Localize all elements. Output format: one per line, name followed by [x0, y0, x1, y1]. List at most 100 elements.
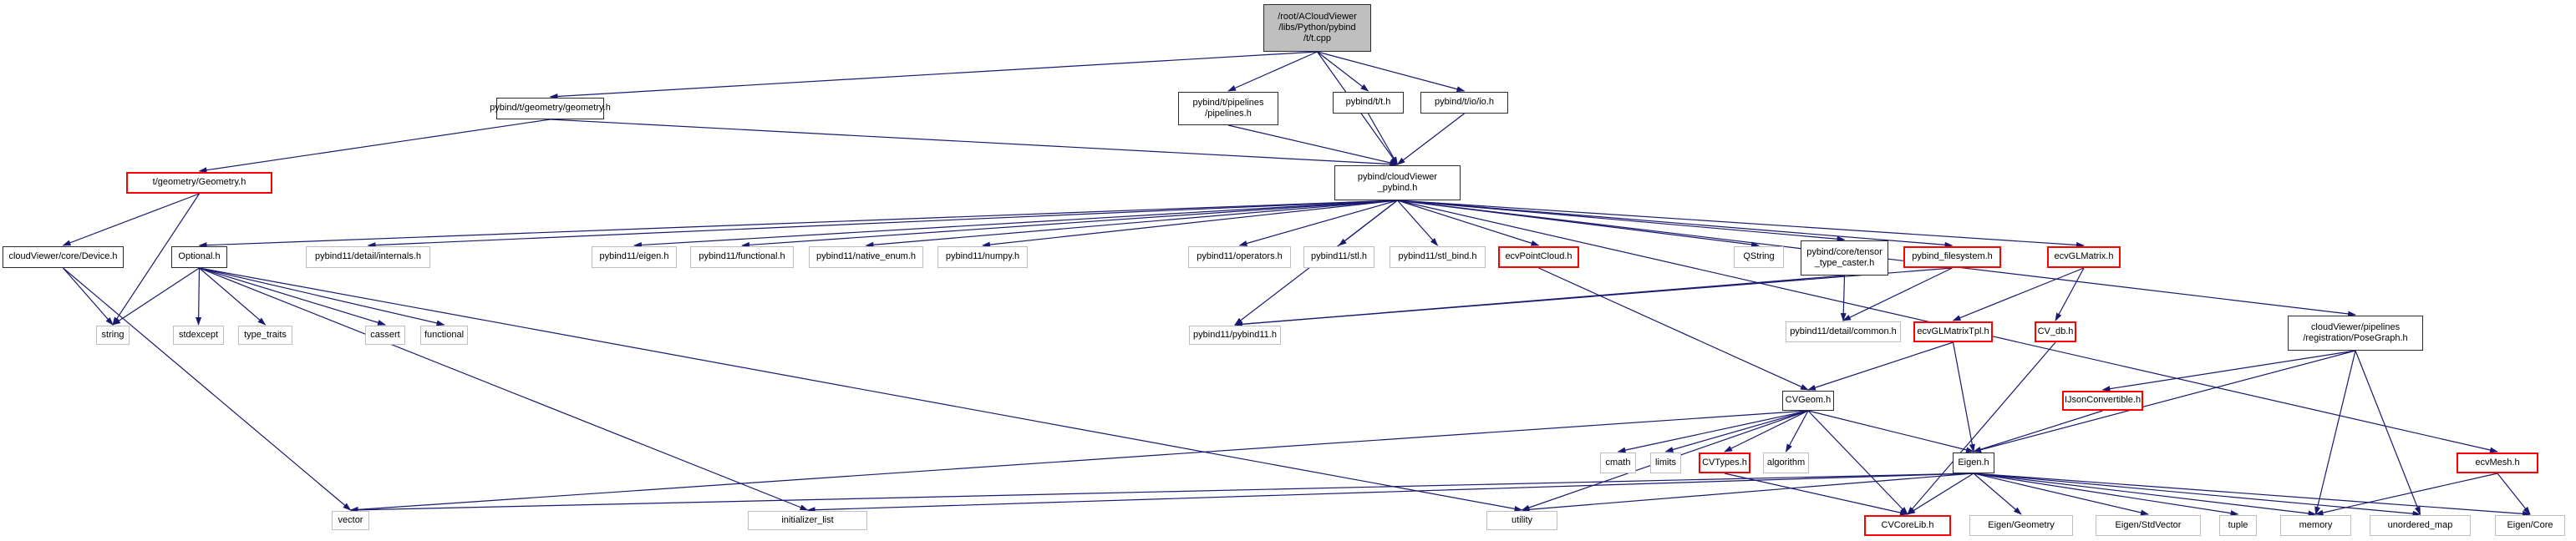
edge-n9-n43 [199, 267, 1523, 512]
graph-node-pybind11-eigen-h: pybind11/eigen.h [592, 246, 677, 268]
edge-n9-n23 [112, 267, 200, 326]
graph-node-type-traits: type_traits [238, 326, 292, 345]
edge-n3-n7 [1227, 124, 1399, 166]
edge-n39-n43 [1521, 473, 1974, 513]
graph-node-pybind11-detail-common-h: pybind11/detail/common.h [1786, 321, 1901, 342]
graph-node-pybind11-native-enum-h: pybind11/native_enum.h [809, 246, 923, 268]
edge-n9-n24 [196, 267, 202, 326]
edge-n39-n47 [1973, 473, 2239, 517]
graph-node-pybind11-operators-h: pybind11/operators.h [1188, 246, 1291, 268]
edge-n7-n13 [865, 200, 1398, 248]
graph-node-initializer-list: initializer_list [748, 511, 867, 530]
graph-node-string: string [96, 326, 130, 345]
edge-n7-n21 [1397, 200, 1954, 248]
edge-n1-n3 [1227, 51, 1318, 92]
edge-n39-n44 [1907, 473, 1974, 515]
graph-node-t-geometry-geometry-h[interactable]: t/geometry/Geometry.h [126, 172, 272, 194]
edge-n9-n27 [199, 267, 445, 326]
edge-n6-n8 [62, 193, 200, 246]
graph-node-pybind-cloudviewer-pybind-h[interactable]: pybind/cloudViewer _pybind.h [1334, 165, 1461, 200]
graph-node-cvtypes-h[interactable]: CVTypes.h [1699, 453, 1750, 473]
edge-n33-n41 [349, 410, 1809, 513]
edge-n7-n18 [1397, 200, 1540, 246]
edge-n33-n36 [1664, 410, 1809, 453]
graph-node-ecvpointcloud-h[interactable]: ecvPointCloud.h [1498, 246, 1579, 268]
edge-n7-n14 [982, 200, 1398, 248]
edge-n7-n11 [633, 200, 1398, 248]
edge-n40-n50 [2497, 473, 2531, 515]
edge-n22-n31 [2055, 267, 2085, 321]
edge-n1-n4 [1317, 51, 1369, 92]
graph-node-cvgeom-h[interactable]: CVGeom.h [1782, 391, 1834, 411]
edge-n39-n41 [349, 473, 1974, 513]
graph-node-algorithm: algorithm [1763, 453, 1809, 473]
edge-n39-n50 [1973, 473, 2531, 517]
edge-n1-n2 [549, 51, 1318, 99]
edge-n7-n15 [1238, 200, 1398, 246]
graph-node-ecvmesh-h[interactable]: ecvMesh.h [2457, 453, 2538, 473]
graph-node-vector: vector [332, 511, 369, 530]
edge-n32-n48 [2314, 350, 2356, 515]
edge-n7-n17 [1397, 200, 1439, 246]
graph-node-cassert: cassert [365, 326, 405, 345]
graph-node-tuple: tuple [2219, 515, 2257, 536]
edge-n37-n44 [1724, 473, 1908, 516]
graph-node-root-acloudviewer-libs-python-pybind-t-t-cpp: /root/ACloudViewer /libs/Python/pybind /… [1263, 4, 1371, 52]
graph-node-pybind-t-io-io-h[interactable]: pybind/t/io/io.h [1420, 92, 1508, 114]
edge-n6-n23 [112, 193, 201, 326]
edge-n21-n29 [1842, 267, 1953, 321]
edge-n33-n44 [1807, 410, 1908, 515]
graph-node-cvcorelib-h[interactable]: CVCoreLib.h [1864, 515, 1951, 536]
edge-n20-n29 [1840, 275, 1847, 321]
graph-node-pybind-core-tensor-type-caster-h[interactable]: pybind/core/tensor _type_caster.h [1801, 240, 1888, 276]
edge-n39-n48 [1973, 473, 2317, 517]
graph-node-cloudviewer-pipelines-registration-posegraph-h[interactable]: cloudViewer/pipelines /registration/Pose… [2288, 316, 2423, 351]
edge-n7-n12 [741, 200, 1398, 248]
graph-node-pybind11-stl-h: pybind11/stl.h [1303, 246, 1374, 268]
edge-n30-n33 [1807, 341, 1954, 391]
edge-n2-n6 [198, 119, 551, 174]
graph-node-ijsonconvertible-h[interactable]: IJsonConvertible.h [2062, 391, 2143, 411]
graph-node-pybind-t-t-h[interactable]: pybind/t/t.h [1333, 92, 1404, 114]
graph-node-cloudviewer-core-device-h[interactable]: cloudViewer/core/Device.h [3, 246, 124, 268]
edge-n5-n7 [1396, 113, 1465, 165]
graph-node-cmath: cmath [1600, 453, 1636, 473]
graph-node-eigen-geometry: Eigen/Geometry [1969, 515, 2073, 536]
graph-node-qstring: QString [1734, 246, 1784, 268]
edge-n7-n22 [1397, 200, 2085, 248]
graph-node-optional-h[interactable]: Optional.h [171, 246, 227, 268]
edge-n9-n26 [199, 267, 386, 326]
edge-n39-n49 [1973, 473, 2421, 517]
edge-n31-n44 [1907, 341, 2056, 515]
edge-n22-n30 [1952, 267, 2085, 321]
graph-node-memory: memory [2280, 515, 2351, 536]
edge-n21-n28 [1234, 267, 1953, 327]
edge-n30-n39 [1952, 341, 1975, 453]
edge-n39-n42 [806, 473, 1974, 513]
edge-n40-n48 [2314, 473, 2498, 516]
graph-node-pybind-filesystem-h[interactable]: pybind_filesystem.h [1903, 246, 2001, 268]
graph-node-ecvglmatrixtpl-h[interactable]: ecvGLMatrixTpl.h [1913, 321, 1993, 342]
edge-n34-n39 [1973, 410, 2103, 453]
edge-n39-n45 [1973, 473, 2022, 515]
graph-node-pybind11-detail-internals-h: pybind11/detail/internals.h [306, 246, 430, 268]
graph-node-eigen-stdvector: Eigen/StdVector [2096, 515, 2201, 536]
graph-node-unordered-map: unordered_map [2370, 515, 2471, 536]
edge-n1-n5 [1317, 51, 1466, 93]
edge-n32-n39 [1973, 350, 2356, 453]
graph-node-cv-db-h[interactable]: CV_db.h [2035, 321, 2076, 342]
graph-node-ecvglmatrix-h[interactable]: ecvGLMatrix.h [2047, 246, 2121, 268]
edge-n7-n9 [198, 200, 1398, 249]
edge-n9-n25 [199, 267, 267, 326]
edge-n33-n38 [1785, 410, 1809, 453]
graph-node-pybind-t-geometry-geometry-h[interactable]: pybind/t/geometry/geometry.h [490, 98, 611, 119]
graph-node-stdexcept: stdexcept [173, 326, 224, 345]
edges-group [62, 51, 2531, 517]
edge-n8-n41 [63, 267, 352, 511]
edge-n7-n10 [367, 200, 1398, 249]
edge-n33-n37 [1724, 410, 1809, 453]
graph-node-functional: functional [420, 326, 468, 345]
graph-node-pybind-t-pipelines-pipelines-h[interactable]: pybind/t/pipelines /pipelines.h [1178, 92, 1278, 125]
graph-node-eigen-h[interactable]: Eigen.h [1953, 453, 1994, 473]
